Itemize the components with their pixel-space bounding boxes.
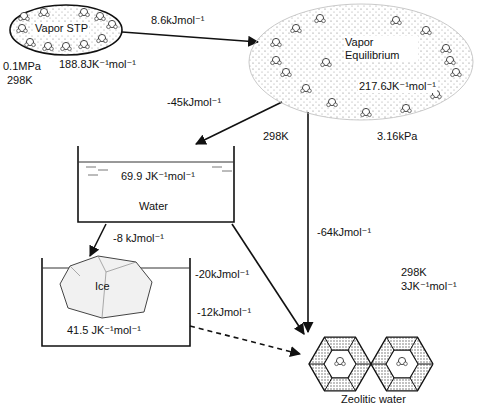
energy-label: -8 kJmol⁻¹ bbox=[112, 232, 165, 245]
molecule-icon bbox=[315, 14, 326, 22]
state-node: 298K3JK⁻¹mol⁻¹ Zeolitic water bbox=[300, 262, 475, 408]
energy-label: -64kJmol⁻¹ bbox=[316, 226, 372, 239]
ripple-mark bbox=[88, 175, 98, 176]
molecule-icon bbox=[61, 42, 72, 50]
energy-label: -20kJmol⁻¹ bbox=[194, 268, 250, 281]
node-text: Vapor STP bbox=[34, 22, 89, 35]
arrow-connector bbox=[190, 326, 300, 354]
node-text: 298K bbox=[400, 266, 428, 279]
state-node: 69.9 JK⁻¹mol⁻¹ Water bbox=[76, 142, 236, 224]
vapor-cloud bbox=[10, 5, 122, 55]
molecule-icon bbox=[301, 84, 312, 92]
arrow-connector bbox=[90, 224, 106, 256]
molecule-icon bbox=[327, 98, 338, 106]
molecule-icon bbox=[451, 68, 462, 76]
molecule-icon bbox=[79, 8, 90, 16]
node-text: 217.6JK⁻¹mol⁻¹ bbox=[358, 80, 437, 93]
node-text: Water bbox=[138, 200, 169, 213]
molecule-icon bbox=[401, 104, 412, 112]
condition-label: 3.16kPa bbox=[376, 130, 418, 143]
molecule-icon bbox=[97, 34, 108, 42]
energy-label: -12kJmol⁻¹ bbox=[196, 306, 252, 319]
molecule-icon bbox=[321, 58, 332, 66]
condition-label: 298K bbox=[6, 74, 34, 87]
molecule-icon bbox=[79, 40, 90, 48]
node-outline bbox=[246, 2, 476, 124]
node-text: 3JK⁻¹mol⁻¹ bbox=[400, 280, 458, 293]
beaker bbox=[78, 146, 234, 222]
zeolite-cage bbox=[371, 337, 433, 391]
ice-facet bbox=[70, 256, 136, 318]
molecule-icon bbox=[19, 12, 30, 20]
zeolite-cage bbox=[309, 337, 371, 391]
condition-label: 298K bbox=[262, 130, 290, 143]
state-node: Ice 41.5 JK⁻¹mol⁻¹ bbox=[40, 254, 192, 348]
molecule-icon bbox=[281, 68, 292, 76]
ripple-mark bbox=[212, 167, 222, 168]
water-surface bbox=[78, 162, 234, 163]
molecule-icon bbox=[271, 56, 282, 64]
molecule-icon bbox=[421, 26, 432, 34]
condition-label: 0.1MPa bbox=[2, 60, 42, 73]
arrow-connector bbox=[307, 112, 309, 332]
ripple-mark bbox=[222, 171, 232, 172]
molecule-icon bbox=[25, 38, 36, 46]
state-node: Vapor Equilibrium 217.6JK⁻¹mol⁻¹ bbox=[246, 2, 476, 124]
ripple-mark bbox=[98, 170, 108, 171]
molecule-icon bbox=[95, 12, 106, 20]
node-text: Ice bbox=[94, 280, 111, 293]
molecule-icon bbox=[445, 56, 456, 64]
molecule-icon bbox=[271, 38, 282, 46]
vapor-cloud bbox=[249, 4, 473, 120]
node-text: Zeolitic water bbox=[340, 393, 407, 406]
energy-label: -45kJmol⁻¹ bbox=[166, 96, 222, 109]
molecule-icon bbox=[397, 357, 408, 365]
ripple-mark bbox=[86, 167, 96, 168]
node-text: 69.9 JK⁻¹mol⁻¹ bbox=[120, 170, 196, 183]
molecule-icon bbox=[335, 357, 346, 365]
molecule-icon bbox=[361, 108, 372, 116]
node-text: 41.5 JK⁻¹mol⁻¹ bbox=[66, 324, 142, 337]
molecule-icon bbox=[441, 44, 452, 52]
molecule-icon bbox=[107, 20, 118, 28]
molecule-icon bbox=[291, 24, 302, 32]
molecule-icon bbox=[391, 16, 402, 24]
molecule-icon bbox=[39, 8, 50, 16]
ice-block bbox=[60, 256, 152, 318]
node-text: Vapor Equilibrium bbox=[344, 36, 418, 61]
arrow-connector bbox=[122, 32, 258, 42]
molecule-icon bbox=[43, 42, 54, 50]
node-text: 188.8JK⁻¹mol⁻¹ bbox=[58, 58, 137, 71]
energy-label: 8.6kJmol⁻¹ bbox=[150, 14, 206, 27]
molecule-icon bbox=[17, 24, 28, 32]
